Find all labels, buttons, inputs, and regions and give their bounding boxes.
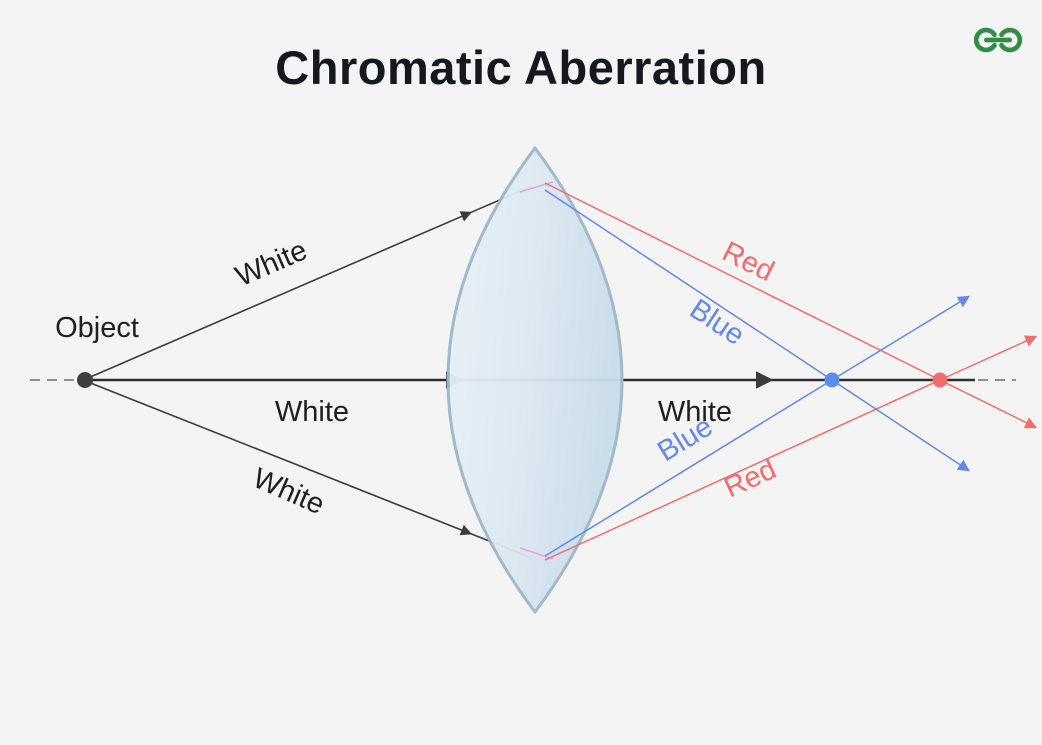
logo-left-g (973, 27, 997, 53)
page-title: Chromatic Aberration (275, 41, 767, 94)
white-top-ray-label: White (231, 234, 312, 293)
object-point (77, 372, 93, 388)
white-axis-right-label: White (658, 396, 732, 428)
logo-strokes (973, 27, 1023, 53)
logo-right-g (999, 27, 1023, 53)
dispersion-tip-bottom (519, 547, 554, 560)
blue-top-ray-label: Blue (684, 293, 750, 352)
red-top-ray-label: Red (717, 236, 779, 288)
white-bottom-ray-label: White (248, 462, 329, 521)
convex-lens (446, 146, 624, 614)
red-bottom-ray-label: Red (719, 453, 781, 504)
object-label: Object (55, 312, 139, 344)
geeksforgeeks-logo-icon (973, 27, 1023, 53)
white-axis-left-label: White (275, 396, 349, 428)
red-focal-point (932, 372, 948, 388)
blue-focal-point (824, 372, 840, 388)
